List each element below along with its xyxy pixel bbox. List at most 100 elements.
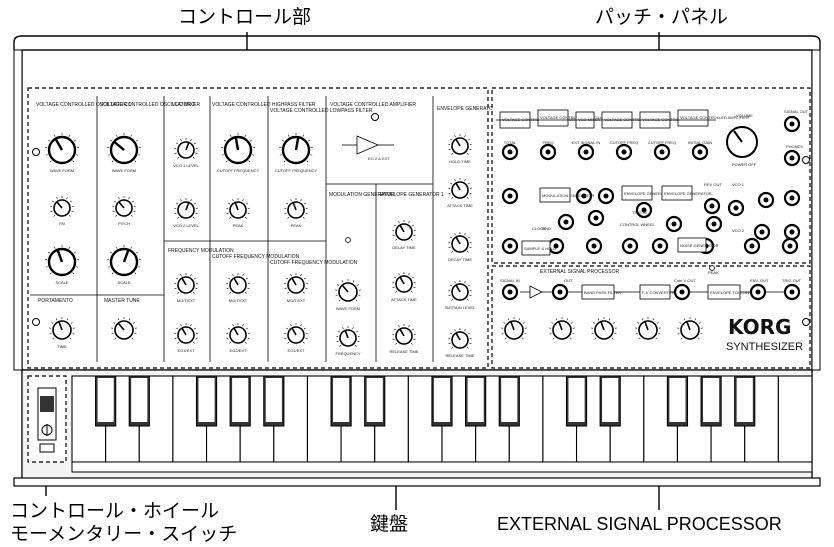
patch-jack-extra-16[interactable] — [705, 215, 723, 233]
eg2-title: ENVELOPE GENERATOR 2 — [437, 106, 501, 112]
eg2-decay-knob[interactable] — [448, 232, 472, 253]
eg1-attack-knob[interactable] — [392, 272, 416, 293]
vco1-scale-knob[interactable] — [45, 245, 79, 277]
hpf-cutoff-knob[interactable] — [221, 133, 255, 165]
jack-hole — [711, 221, 717, 227]
knob-tick — [450, 138, 453, 141]
knob-tick — [467, 182, 470, 185]
lpf-mod-mg-knob[interactable] — [284, 273, 308, 294]
knob-tick — [288, 134, 290, 137]
esp-knob-2[interactable] — [549, 317, 575, 340]
esp-knob-3[interactable] — [591, 317, 617, 340]
hpf-peak-knob[interactable] — [226, 198, 250, 219]
master-tune-knob[interactable] — [111, 317, 137, 340]
patch-out-jack-6[interactable] — [727, 199, 745, 217]
eg2-release-knob[interactable] — [448, 328, 472, 349]
master-tune-title: MASTER TUNE — [104, 298, 140, 304]
jack-hole — [507, 193, 513, 199]
patch-jack-extra-5[interactable] — [587, 209, 605, 227]
esp-jack-2[interactable] — [551, 283, 569, 301]
knob-tick — [193, 202, 196, 205]
patch-out-jack-5[interactable] — [757, 191, 775, 209]
knob-tick — [464, 329, 466, 332]
patch-jack-extra-12[interactable] — [621, 237, 639, 255]
patch-jack-6[interactable] — [691, 143, 709, 161]
patch-jack-5[interactable] — [653, 143, 671, 161]
patch-jack-extra-3[interactable] — [597, 187, 615, 205]
patch-jack-extra-9[interactable] — [501, 237, 519, 255]
esp-knob-4[interactable] — [635, 317, 661, 340]
knob-pointer — [455, 138, 461, 147]
vco1-level-knob[interactable] — [174, 138, 198, 159]
vco2-waveform-knob[interactable] — [107, 133, 141, 165]
knob-tick — [193, 277, 196, 280]
patch-out-jack-4[interactable] — [783, 223, 801, 241]
vco1-waveform-knob[interactable] — [45, 133, 79, 165]
lpf-mod-eg-knob[interactable] — [284, 323, 308, 344]
hpf-mod-mg-knob[interactable] — [226, 273, 250, 294]
callout-control-section: コントロール部 — [178, 6, 312, 28]
patch-jack-extra-1[interactable] — [501, 187, 519, 205]
esp-knob-5[interactable] — [677, 317, 703, 340]
patch-out-jack-7[interactable] — [753, 223, 771, 241]
knob-tick — [176, 202, 179, 205]
knob-tick — [49, 272, 52, 275]
esp-jack-4[interactable] — [749, 283, 767, 301]
lpf-peak-knob[interactable] — [284, 198, 308, 219]
mg-frequency-knob[interactable] — [336, 326, 360, 347]
patch-out-jack-3[interactable] — [783, 189, 801, 207]
esp-jack-1[interactable] — [501, 283, 519, 301]
hpf-mod-eg-knob[interactable] — [226, 323, 250, 344]
eg2-hold-knob[interactable] — [448, 134, 472, 155]
vco2-level-knob[interactable] — [174, 198, 198, 219]
esp-jack-3[interactable] — [673, 283, 691, 301]
knob-tick — [398, 221, 400, 224]
knob-pointer — [234, 202, 239, 211]
patch-jack-extra-7[interactable] — [665, 215, 683, 233]
portamento-knob[interactable] — [49, 317, 75, 340]
white-key[interactable] — [777, 375, 813, 463]
vco1-fm-knob[interactable] — [50, 196, 74, 217]
knob-tick — [113, 322, 116, 324]
knob-tick — [307, 139, 310, 142]
vco2-jack-label: VCO 2 — [732, 228, 745, 233]
freq-mod-eg-knob[interactable] — [174, 323, 198, 344]
lpf-cutoff-knob[interactable] — [279, 133, 313, 165]
knob-tick — [352, 280, 355, 283]
patch-jack-extra-11[interactable] — [585, 237, 603, 255]
knob-tick — [49, 160, 52, 163]
patch-out-jack-2[interactable] — [783, 149, 801, 167]
patch-jack-1[interactable] — [501, 143, 519, 161]
lpf-mod-eg-label: EG1/EXT — [288, 348, 305, 353]
eg1-delay-knob[interactable] — [392, 220, 416, 241]
vco2-scale-knob[interactable] — [107, 245, 141, 277]
eg2-attack-knob[interactable] — [448, 178, 472, 199]
patch-jack-extra-13[interactable] — [651, 237, 669, 255]
patch-jack-3[interactable] — [577, 143, 595, 161]
eg2-sustain-knob[interactable] — [448, 280, 472, 301]
patch-out-jack-1[interactable] — [783, 115, 801, 133]
patch-jack-extra-2[interactable] — [575, 187, 593, 205]
knob-tick — [242, 274, 244, 277]
eg1-release-knob[interactable] — [392, 324, 416, 345]
knob-tick — [612, 322, 615, 324]
patch-jack-extra-14[interactable] — [743, 237, 761, 255]
knob-tick — [177, 291, 180, 294]
esp-jack-5[interactable] — [783, 283, 801, 301]
knob-tick — [398, 273, 400, 276]
knob-tick — [247, 287, 250, 289]
mg-waveform-knob[interactable] — [335, 279, 361, 302]
knob-tick — [279, 154, 282, 156]
patch-jack-extra-4[interactable] — [635, 201, 653, 219]
jack-hole — [671, 221, 677, 227]
patch-jack-extra-15[interactable] — [781, 237, 799, 255]
patch-jack-2[interactable] — [539, 143, 557, 161]
patch-jack-extra-6[interactable] — [557, 213, 575, 231]
jack-hole — [709, 203, 715, 209]
freq-mod-mg-knob[interactable] — [174, 273, 198, 294]
esp-knob-1[interactable] — [501, 317, 527, 340]
vco2-pitch-knob[interactable] — [112, 196, 136, 217]
patch-out-jack-8[interactable] — [703, 197, 721, 215]
patch-jack-4[interactable] — [615, 143, 633, 161]
